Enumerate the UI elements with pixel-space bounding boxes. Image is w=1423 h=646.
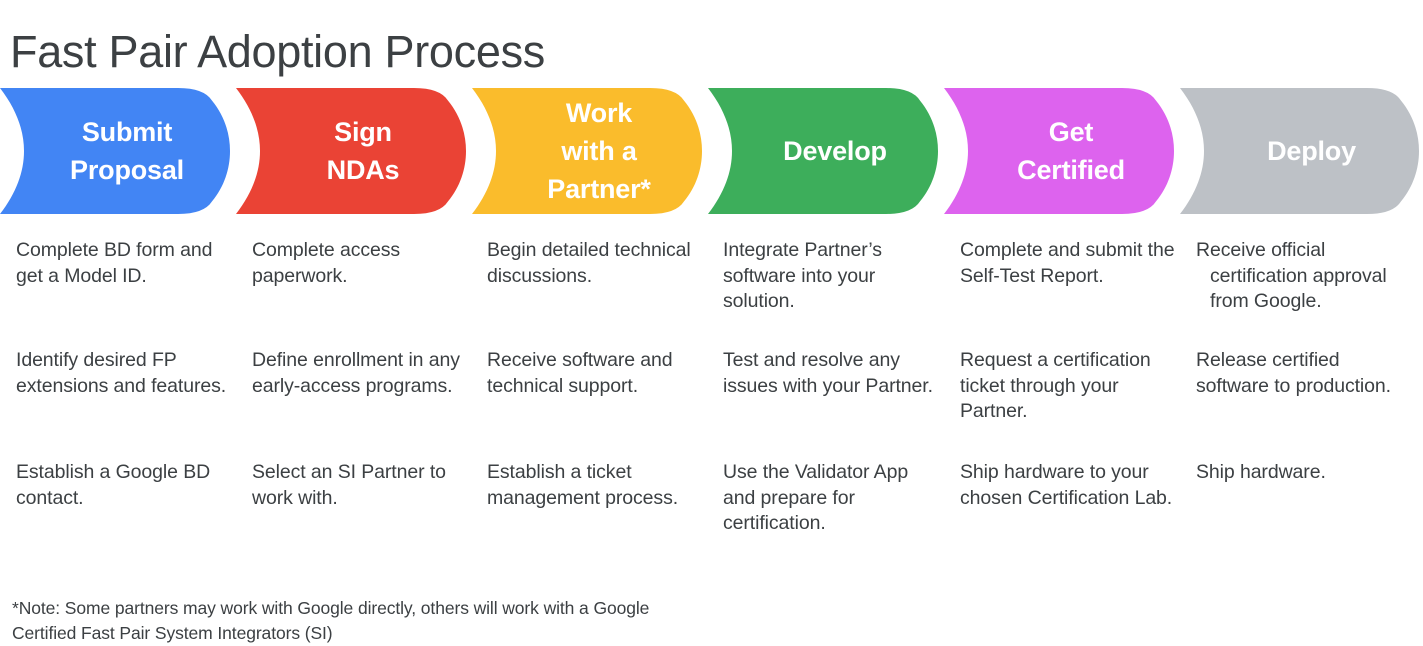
stage-banner-deploy[interactable]: Deploy xyxy=(1180,88,1423,214)
stage-item-develop-1: Integrate Partner’s software into your s… xyxy=(723,239,882,312)
stage-banner-develop[interactable]: Develop xyxy=(708,88,942,214)
stage-banner-work-with-a-partner[interactable]: Work with a Partner* xyxy=(472,88,706,214)
stage-banner-shape-develop xyxy=(708,88,938,214)
page-title: Fast Pair Adoption Process xyxy=(10,26,545,78)
stage-banner-shape-sign-ndas xyxy=(236,88,466,214)
stage-banner-label-deploy: Deploy xyxy=(1267,135,1356,166)
stage-banner-sign-ndas[interactable]: Sign NDAs xyxy=(236,88,470,214)
stage-details-columns: Complete BD form and get a Model ID. Iden… xyxy=(0,238,1423,558)
stage-item-develop-2: Test and resolve any issues with your Pa… xyxy=(723,349,933,397)
stage-banner-shape-deploy xyxy=(1180,88,1419,214)
stage-item-get-certified-2: Request a certification ticket through y… xyxy=(960,349,1151,422)
stage-banner-shape-get-certified xyxy=(944,88,1174,214)
stage-item-deploy-3: Ship hardware. xyxy=(1196,461,1326,483)
stage-item-sign-ndas-3: Select an SI Partner to work with. xyxy=(252,461,446,509)
footnote-note: *Note: Some partners may work with Googl… xyxy=(12,597,650,643)
stage-banner-get-certified[interactable]: Get Certified xyxy=(944,88,1178,214)
stage-banner-label-develop: Develop xyxy=(783,135,887,166)
stage-item-work-with-a-partner-1: Begin detailed technical discussions. xyxy=(487,239,691,287)
stage-item-submit-proposal-1: Complete BD form and get a Model ID. xyxy=(16,239,213,287)
stage-item-sign-ndas-1: Complete access paperwork. xyxy=(252,239,401,287)
stage-item-work-with-a-partner-3: Establish a ticket management process. xyxy=(487,461,679,509)
stage-item-get-certified-1: Complete and submit the Self-Test Report… xyxy=(960,239,1175,287)
stage-banner-label-submit-proposal: Submit Proposal xyxy=(70,116,184,185)
stage-item-submit-proposal-2: Identify desired FP extensions and featu… xyxy=(16,349,227,397)
stage-banner-label-work-with-a-partner: Work with a Partner* xyxy=(547,97,651,205)
stage-item-develop-3: Use the Validator App and prepare for ce… xyxy=(723,461,909,534)
stage-item-get-certified-3: Ship hardware to your chosen Certificati… xyxy=(960,461,1173,509)
stage-item-deploy-1: Receive official certification approval … xyxy=(1196,239,1387,312)
stage-item-sign-ndas-2: Define enrollment in any early-access pr… xyxy=(252,349,460,397)
stage-banner-label-sign-ndas: Sign NDAs xyxy=(326,116,400,185)
stage-banner-shape-submit-proposal xyxy=(0,88,230,214)
stage-item-work-with-a-partner-2: Receive software and technical support. xyxy=(487,349,673,397)
stage-item-deploy-2: Release certified software to production… xyxy=(1196,349,1391,397)
process-stage-banner-strip: Submit Proposal Sign NDAs Work with a Part… xyxy=(0,88,1423,214)
stage-banner-label-get-certified: Get Certified xyxy=(1017,116,1125,185)
stage-banner-shape-work-with-a-partner xyxy=(472,88,702,214)
stage-banner-submit-proposal[interactable]: Submit Proposal xyxy=(0,88,234,214)
stage-item-submit-proposal-3: Establish a Google BD contact. xyxy=(16,461,211,509)
